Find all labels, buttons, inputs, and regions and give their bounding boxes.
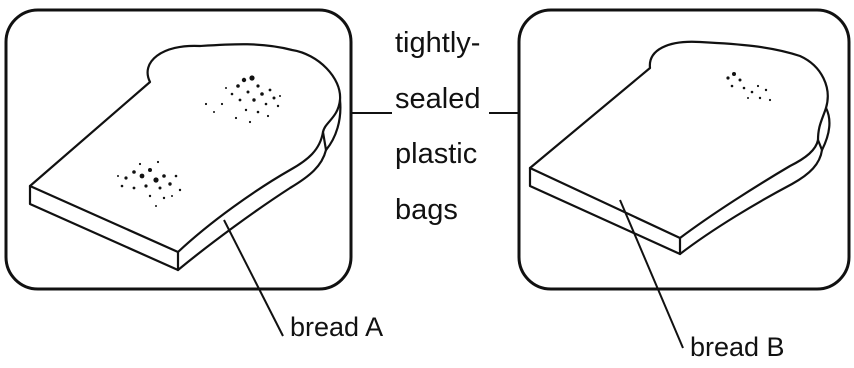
bags-label-line-1: tightly- [395, 27, 480, 59]
bread-b-front-edge [530, 168, 680, 254]
bread-a-top-face [30, 44, 340, 252]
bread-b-side-edge [680, 140, 822, 254]
bread-b-label: bread B [690, 332, 785, 362]
bread-a-slice [30, 44, 340, 270]
bread-a-front-edge [30, 186, 178, 270]
bread-b-mold-spot-upper [726, 72, 771, 101]
bread-a-leader-line [224, 220, 283, 336]
bread-a-side-edge [178, 132, 326, 270]
bread-a-mold-spot-upper [205, 75, 281, 123]
bread-a-label: bread A [290, 312, 383, 342]
bags-label-line-4: bags [395, 194, 458, 226]
bread-a-mold-spot-lower [117, 161, 181, 207]
bread-b-leader-line [620, 200, 683, 348]
bags-label-line-2: sealed [395, 83, 480, 115]
bag-b-outline [519, 10, 849, 289]
bread-b-slice [530, 42, 829, 254]
bread-b-top-face [530, 42, 828, 238]
bags-label-line-3: plastic [395, 138, 477, 170]
